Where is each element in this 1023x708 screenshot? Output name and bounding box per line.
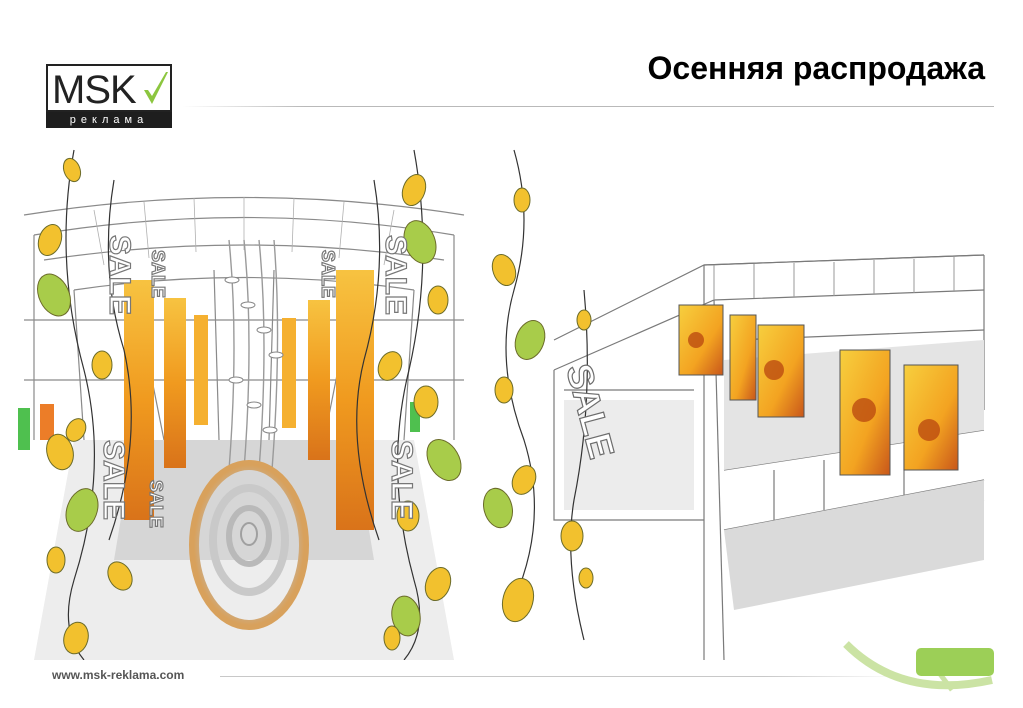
header-divider xyxy=(182,106,994,107)
gallery-illustration: SALE xyxy=(474,140,994,660)
sale-text-left-top: SALE xyxy=(103,235,136,315)
footer-website-url[interactable]: www.msk-reklama.com xyxy=(52,668,185,682)
atrium-sketch: SALE SALE SALE SALE SALE SALE SALE xyxy=(18,149,465,660)
gallery-sketch: SALE xyxy=(483,149,985,660)
company-logo: MSK реклама xyxy=(46,64,172,128)
logo-frame: MSK xyxy=(46,64,172,112)
footer-divider xyxy=(220,676,900,677)
logo-check-icon xyxy=(144,72,168,104)
sale-text-inner-left: SALE xyxy=(148,250,168,298)
sale-text-right-top: SALE xyxy=(379,235,412,315)
logo-subtitle: реклама xyxy=(46,112,172,128)
sale-text-inner-left-2: SALE xyxy=(146,480,166,528)
page-title: Осенняя распродажа xyxy=(647,50,986,86)
atrium-illustration: SALE SALE SALE SALE SALE SALE SALE xyxy=(14,140,474,660)
next-slide-button[interactable] xyxy=(916,648,994,676)
sale-text-inner-right: SALE xyxy=(318,250,338,298)
sale-text-left-bottom: SALE xyxy=(97,440,130,520)
logo-main-text: MSK xyxy=(52,68,137,112)
sale-text-right-bottom: SALE xyxy=(385,440,418,520)
